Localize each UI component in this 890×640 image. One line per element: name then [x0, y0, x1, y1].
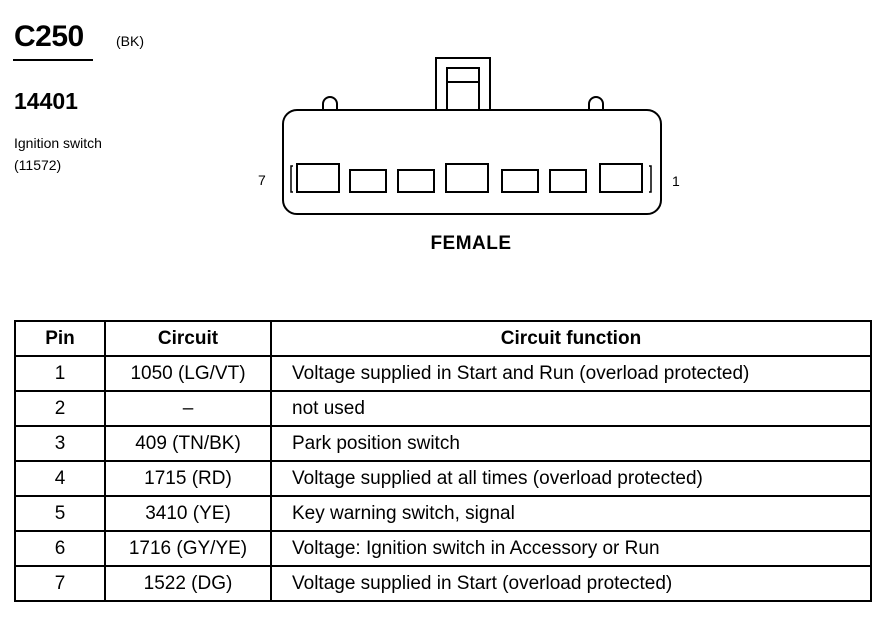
pin-number: 2: [14, 390, 106, 427]
terminal-cavity-4: [445, 163, 489, 193]
circuit-function: not used: [270, 390, 872, 427]
pin-number: 3: [14, 425, 106, 462]
terminal-cavity-7: [296, 163, 340, 193]
connector-tab-left: [322, 96, 338, 110]
table-row: 7 1522 (DG) Voltage supplied in Start (o…: [14, 565, 872, 602]
circuit-function: Park position switch: [270, 425, 872, 462]
circuit-code: 1522 (DG): [104, 565, 272, 602]
circuit-code: 409 (TN/BK): [104, 425, 272, 462]
table-header-row: Pin Circuit Circuit function: [14, 320, 872, 357]
pinout-table: Pin Circuit Circuit function 1 1050 (LG/…: [14, 320, 872, 602]
component-name: Ignition switch: [14, 135, 102, 151]
connector-gender-label: FEMALE: [430, 233, 512, 254]
pin-number: 5: [14, 495, 106, 532]
table-row: 4 1715 (RD) Voltage supplied at all time…: [14, 460, 872, 497]
cavity-bracket-left: [290, 165, 293, 193]
terminal-cavity-6: [349, 169, 387, 193]
component-ref: (11572): [14, 157, 62, 173]
table-row: 5 3410 (YE) Key warning switch, signal: [14, 495, 872, 532]
column-header-circuit: Circuit: [104, 320, 272, 357]
cavity-bracket-right: [649, 165, 652, 193]
circuit-code: 1716 (GY/YE): [104, 530, 272, 567]
connector-tab-right: [588, 96, 604, 110]
pin-number: 1: [14, 355, 106, 392]
connector-face-diagram: [282, 57, 662, 215]
part-number: 14401: [14, 88, 78, 114]
column-header-pin: Pin: [14, 320, 106, 357]
connector-latch: [435, 57, 491, 111]
pin-number: 4: [14, 460, 106, 497]
terminal-cavity-2: [549, 169, 587, 193]
circuit-code: 3410 (YE): [104, 495, 272, 532]
circuit-code: –: [104, 390, 272, 427]
connector-color: (BK): [116, 33, 144, 49]
connector-latch-inner: [446, 67, 480, 83]
circuit-code: 1715 (RD): [104, 460, 272, 497]
column-header-function: Circuit function: [270, 320, 872, 357]
pin-label-1: 1: [672, 173, 680, 189]
terminal-cavity-3: [501, 169, 539, 193]
pin-label-7: 7: [258, 172, 266, 188]
circuit-function: Voltage: Ignition switch in Accessory or…: [270, 530, 872, 567]
terminal-cavity-1: [599, 163, 643, 193]
title-underline: [13, 59, 93, 61]
connector-body: [282, 109, 662, 215]
table-row: 3 409 (TN/BK) Park position switch: [14, 425, 872, 462]
table-row: 6 1716 (GY/YE) Voltage: Ignition switch …: [14, 530, 872, 567]
terminal-cavity-5: [397, 169, 435, 193]
connector-id: C250: [14, 20, 84, 53]
circuit-code: 1050 (LG/VT): [104, 355, 272, 392]
circuit-function: Voltage supplied in Start and Run (overl…: [270, 355, 872, 392]
table-row: 1 1050 (LG/VT) Voltage supplied in Start…: [14, 355, 872, 392]
circuit-function: Voltage supplied in Start (overload prot…: [270, 565, 872, 602]
pin-number: 6: [14, 530, 106, 567]
pin-number: 7: [14, 565, 106, 602]
table-row: 2 – not used: [14, 390, 872, 427]
circuit-function: Key warning switch, signal: [270, 495, 872, 532]
circuit-function: Voltage supplied at all times (overload …: [270, 460, 872, 497]
